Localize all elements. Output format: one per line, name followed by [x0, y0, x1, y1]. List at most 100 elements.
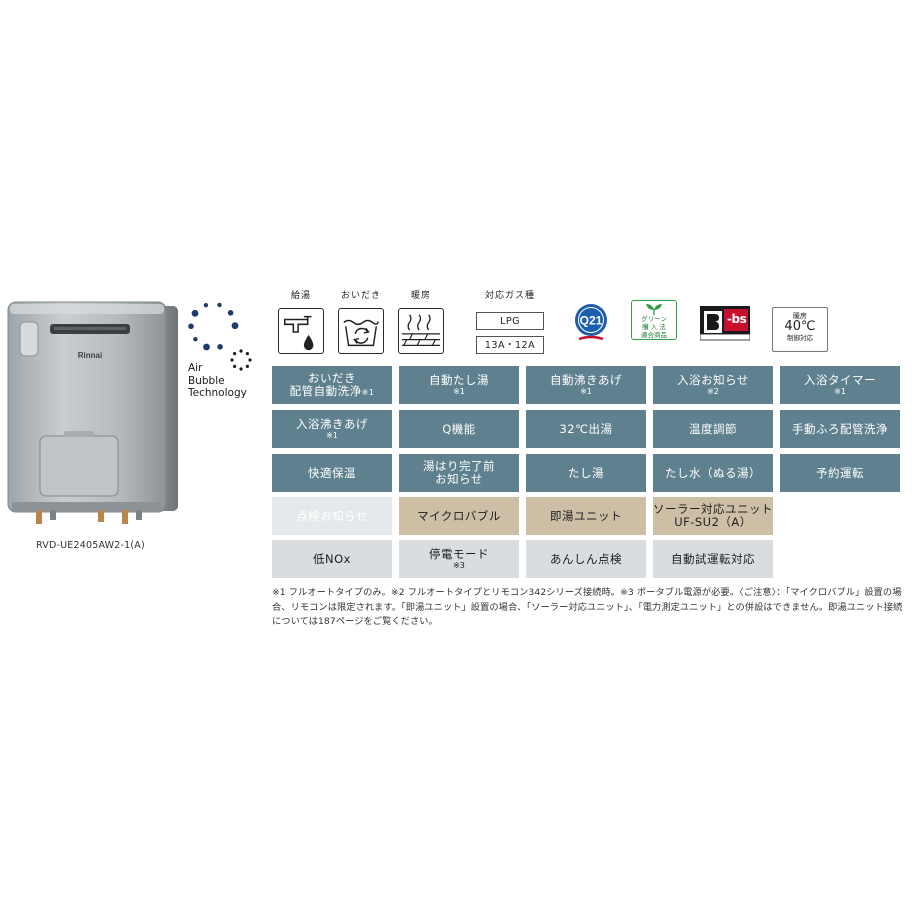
feature-text: 湯はり完了前 — [423, 459, 495, 473]
usage-label-heating: 暖房 — [410, 291, 431, 301]
feature-note: ※1 — [326, 431, 338, 440]
feature-text: 予約運転 — [816, 465, 864, 480]
feature-text: たし水（ぬる湯） — [665, 465, 761, 480]
feature-text: 入浴お知らせ — [677, 373, 749, 387]
feature-text-2: 配管自動洗浄 — [289, 383, 362, 398]
model-number: RVD-UE2405AW2-1(A) — [36, 540, 145, 551]
feature-text: 点検お知らせ — [296, 508, 368, 523]
feature-text: 快適保温 — [308, 465, 356, 480]
feature-text: 即湯ユニット — [550, 508, 622, 523]
feature-comfort-keep-warm: 快適保温 — [272, 454, 392, 492]
air-bubble-line1: Air — [188, 362, 203, 374]
svg-text:Q21: Q21 — [580, 314, 603, 328]
gas-type-13a: 13A・12A — [476, 336, 544, 354]
leaf-icon — [646, 304, 662, 315]
feature-text: 入浴タイマー — [804, 373, 876, 387]
bubble-dot — [188, 323, 194, 330]
feature-text: 低NOx — [313, 551, 351, 566]
feature-manual-pipe-cleaning: 手動ふろ配管洗浄 — [780, 410, 900, 448]
feature-micro-bubble: マイクロバブル — [399, 497, 519, 535]
brand-logo: Rinnai — [78, 351, 102, 360]
green-badge-line1: グリーン — [641, 315, 667, 323]
feature-instant-hot-unit: 即湯ユニット — [526, 497, 646, 535]
bbs-logo-icon — [700, 306, 750, 341]
feature-reheat-pipe-cleaning: おいだき 配管自動洗浄※1 — [272, 366, 392, 404]
bubble-dot-small — [230, 358, 234, 362]
bubble-dot-small — [239, 367, 243, 371]
faucet-icon — [278, 308, 324, 354]
heat-badge-bottom: 制御対応 — [787, 334, 813, 342]
feature-text: 手動ふろ配管洗浄 — [792, 421, 888, 436]
feature-text: たし湯 — [568, 465, 604, 480]
usage-label-reheat: おいだき — [340, 291, 381, 301]
feature-q-function: Q機能 — [399, 410, 519, 448]
feature-bath-notice: 入浴お知らせ ※2 — [653, 366, 773, 404]
usage-label-hot-water: 給湯 — [290, 291, 311, 301]
feature-text-2: UF-SU2（A） — [674, 515, 752, 529]
feature-text: 自動試運転対応 — [671, 551, 755, 566]
air-bubble-text: Air Bubble Technology — [188, 362, 247, 400]
feature-note: ※1 — [834, 387, 846, 396]
feature-auto-test-run: 自動試運転対応 — [653, 540, 773, 578]
feature-fill-complete-notice: 湯はり完了前 お知らせ — [399, 454, 519, 492]
green-badge-line3: 適合商品 — [641, 331, 667, 339]
feature-text: 温度調節 — [689, 421, 737, 436]
feature-bath-boil: 入浴沸きあげ ※1 — [272, 410, 392, 448]
footnote: ※1 フルオートタイプのみ。※2 フルオートタイプとリモコン342シリーズ接続時… — [272, 587, 903, 627]
air-bubble-logo — [182, 296, 262, 406]
bubble-dot — [231, 322, 239, 330]
bubble-dot-small — [245, 364, 249, 368]
bubble-dot — [203, 303, 209, 308]
feature-note: ※2 — [707, 387, 719, 396]
bubble-dot-small — [233, 352, 237, 356]
feature-text: 入浴沸きあげ — [296, 417, 368, 431]
green-purchase-badge: グリーン 購 入 法 適合商品 — [629, 298, 677, 340]
feature-note: ※1 — [580, 387, 592, 396]
bubble-dot — [191, 309, 199, 317]
feature-note: ※1 — [453, 387, 465, 396]
gas-type-lpg: LPG — [476, 312, 544, 330]
feature-safe-inspection: あんしん点検 — [526, 540, 646, 578]
gas-type-label: 対応ガス種 — [484, 291, 535, 301]
feature-text: おいだき — [308, 370, 356, 385]
feature-reservation: 予約運転 — [780, 454, 900, 492]
bubble-dot — [227, 310, 234, 316]
feature-solar-unit: ソーラー対応ユニット UF-SU2（A） — [653, 497, 773, 535]
bubble-dot-small — [233, 364, 237, 368]
bubble-dot-small — [245, 352, 249, 356]
feature-32c-output: 32℃出湯 — [526, 410, 646, 448]
feature-auto-boil: 自動沸きあげ ※1 — [526, 366, 646, 404]
feature-temperature-control: 温度調節 — [653, 410, 773, 448]
bubble-dot — [217, 302, 222, 308]
q21-badge-icon: Q21 — [573, 302, 609, 342]
bubble-dot-small — [248, 358, 252, 362]
feature-auto-add-water: 自動たし湯 ※1 — [399, 366, 519, 404]
bubble-dot — [203, 343, 210, 351]
feature-text: Q機能 — [442, 421, 476, 436]
air-bubble-line3: Technology — [188, 387, 247, 399]
heat-badge-top: 暖房 — [793, 312, 807, 320]
feature-text: 32℃出湯 — [559, 421, 613, 436]
feature-text: マイクロバブル — [417, 508, 501, 523]
reheat-bath-icon — [338, 308, 384, 354]
feature-note: ※3 — [453, 561, 465, 570]
feature-bath-timer: 入浴タイマー ※1 — [780, 366, 900, 404]
feature-note: ※1 — [361, 387, 375, 397]
bbs-badge: -bs — [700, 306, 750, 342]
air-bubble-line2: Bubble — [188, 374, 225, 387]
feature-text: ソーラー対応ユニット — [653, 502, 773, 516]
feature-add-hot-water: たし湯 — [526, 454, 646, 492]
feature-text: 自動沸きあげ — [550, 373, 622, 387]
feature-power-outage-mode: 停電モード ※3 — [399, 540, 519, 578]
bubble-dot-small — [239, 349, 243, 353]
feature-text: 自動たし湯 — [429, 373, 489, 387]
feature-add-cold-water: たし水（ぬる湯） — [653, 454, 773, 492]
floor-heating-icon — [398, 308, 444, 354]
feature-low-nox: 低NOx — [272, 540, 392, 578]
feature-text: あんしん点検 — [550, 551, 622, 566]
feature-text-2: お知らせ — [435, 472, 483, 486]
bubble-dot — [193, 337, 198, 342]
water-heater-image: Rinnai — [6, 298, 186, 530]
feature-text: 停電モード — [429, 547, 489, 561]
heat-badge-temp: 40℃ — [784, 319, 816, 334]
